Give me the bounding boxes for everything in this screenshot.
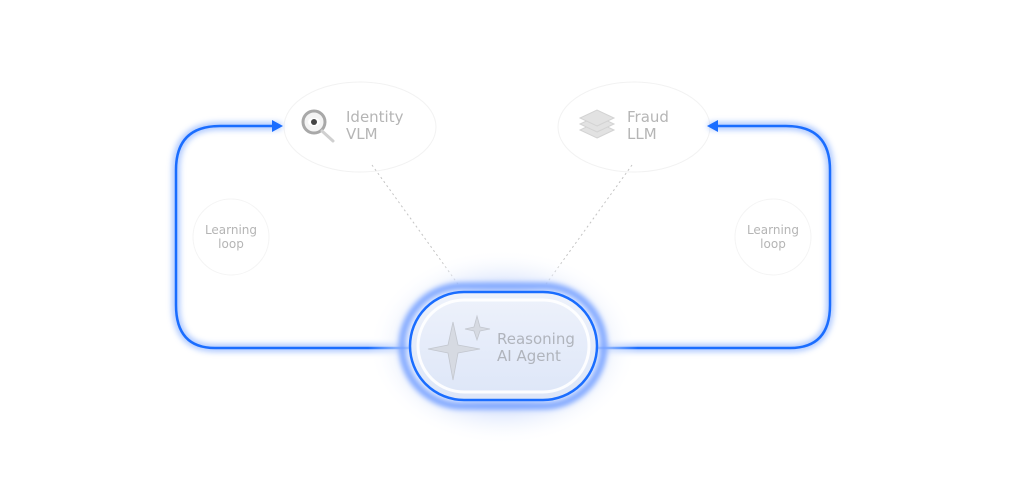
agent-label-line1: Reasoning: [497, 330, 575, 348]
identity-bubble: [283, 81, 437, 173]
agent-label-line2: AI Agent: [497, 347, 561, 366]
right-learning-loop-line: [595, 124, 832, 350]
fraud-label-line2: LLM: [627, 125, 657, 144]
left-loop-label: Learning loop: [191, 223, 271, 252]
right-loop-label-line1: Learning: [746, 223, 800, 237]
left-loop-label-line2: loop: [218, 236, 244, 251]
right-loop-label: Learning loop: [733, 223, 813, 252]
fraud-label: Fraud LLM: [627, 108, 669, 144]
left-loop-label-line1: Learning: [204, 223, 258, 237]
fraud-label-line1: Fraud: [627, 108, 669, 126]
layers-stack-icon: [578, 109, 616, 139]
right-loop-bubble: [734, 198, 812, 276]
magnifier-eye-icon: [301, 109, 335, 143]
identity-label: Identity VLM: [346, 108, 404, 144]
agent-label: Reasoning AI Agent: [497, 330, 575, 366]
left-learning-loop-line: [174, 124, 412, 350]
sparkle-icon: [427, 314, 491, 381]
right-loop-label-line2: loop: [760, 236, 786, 251]
identity-label-line1: Identity: [346, 108, 404, 126]
identity-label-line2: VLM: [346, 125, 378, 144]
agent-pill[interactable]: [408, 290, 599, 402]
left-arrowhead-icon: [272, 120, 283, 132]
right-arrowhead-icon: [707, 120, 718, 132]
left-loop-bubble: [192, 198, 270, 276]
